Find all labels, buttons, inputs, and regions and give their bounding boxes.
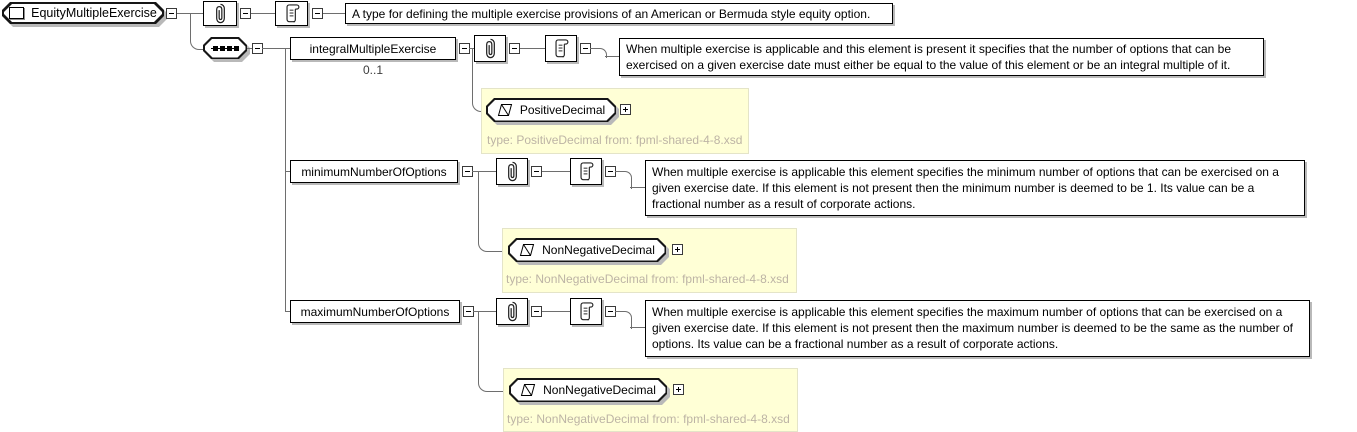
connector-line [542, 171, 570, 172]
annotation-box: When multiple exercise is applicable and… [619, 38, 1264, 76]
connector-line [630, 187, 645, 188]
connector-line [630, 327, 645, 328]
attributes-box[interactable] [203, 1, 237, 26]
element-label: minimumNumberOfOptions [301, 164, 447, 179]
type-source-label: type: NonNegativeDecimal from: fpml-shar… [507, 412, 790, 426]
expand-toggle[interactable] [620, 104, 631, 115]
scroll-icon [285, 4, 299, 23]
connector-elbow [590, 48, 607, 58]
simpletype-icon [519, 244, 535, 256]
paperclip-icon [507, 161, 517, 182]
paperclip-icon [507, 301, 517, 322]
sequence-compositor[interactable] [203, 37, 247, 59]
cardinality-label: 0..1 [362, 63, 383, 77]
root-element-node[interactable]: EquityMultipleExercise [2, 2, 164, 24]
type-name-label: NonNegativeDecimal [543, 383, 656, 397]
connector-line [285, 311, 290, 312]
simpletype-icon [497, 104, 512, 116]
collapse-toggle[interactable] [531, 166, 542, 177]
root-element-label: EquityMultipleExercise [31, 6, 157, 20]
type-name-label: PositiveDecimal [519, 103, 606, 117]
documentation-box[interactable] [545, 35, 577, 62]
expand-toggle[interactable] [672, 244, 683, 255]
element-label: integralMultipleExercise [309, 41, 437, 56]
annotation-box: When multiple exercise is applicable thi… [645, 160, 1305, 216]
scroll-icon [580, 162, 594, 181]
sequence-icon [211, 44, 239, 53]
connector-elbow [615, 171, 632, 189]
attributes-box[interactable] [496, 158, 528, 185]
element-documentation-text: When multiple exercise is applicable and… [626, 42, 1231, 72]
scroll-icon [580, 302, 594, 321]
connector-trunk [285, 48, 286, 312]
connector-line [262, 48, 290, 49]
type-node[interactable]: PositiveDecimal [486, 98, 616, 122]
collapse-toggle[interactable] [312, 8, 323, 19]
type-source-label: type: NonNegativeDecimal from: fpml-shar… [506, 272, 789, 286]
documentation-box[interactable] [570, 158, 602, 185]
type-node[interactable]: NonNegativeDecimal [509, 378, 667, 402]
simpletype-icon [520, 384, 536, 396]
element-label: maximumNumberOfOptions [300, 304, 450, 319]
attributes-box[interactable] [474, 35, 506, 62]
element-documentation-text: When multiple exercise is applicable thi… [652, 165, 1279, 211]
connector-elbow [472, 48, 487, 112]
connector-line [251, 13, 275, 14]
scroll-icon [555, 39, 569, 58]
connector-line [520, 48, 545, 49]
collapse-toggle[interactable] [166, 8, 177, 19]
collapse-toggle[interactable] [531, 306, 542, 317]
connector-elbow [615, 311, 632, 329]
root-documentation-text: A type for defining the multiple exercis… [352, 6, 871, 21]
collapse-toggle[interactable] [509, 43, 520, 54]
collapse-toggle[interactable] [240, 8, 251, 19]
connector-line [469, 48, 474, 49]
element-box[interactable]: integralMultipleExercise [290, 37, 456, 60]
expand-toggle[interactable] [673, 384, 684, 395]
element-box[interactable]: minimumNumberOfOptions [290, 160, 458, 183]
connector-line [247, 48, 252, 49]
connector-elbow [478, 311, 510, 392]
type-name-label: NonNegativeDecimal [542, 243, 655, 257]
element-box[interactable]: maximumNumberOfOptions [290, 300, 460, 323]
connector-line [285, 171, 290, 172]
connector-line [323, 13, 345, 14]
connector-elbow [478, 171, 509, 252]
node-fill [488, 100, 615, 121]
documentation-box[interactable] [275, 1, 308, 26]
type-node[interactable]: NonNegativeDecimal [508, 238, 666, 262]
paperclip-icon [485, 38, 495, 59]
paperclip-icon [215, 3, 225, 24]
element-documentation-text: When multiple exercise is applicable thi… [652, 305, 1294, 351]
documentation-box[interactable] [570, 298, 602, 325]
attributes-box[interactable] [496, 298, 528, 325]
node-fill [4, 4, 162, 22]
node-fill [510, 240, 665, 261]
element-icon [9, 7, 25, 19]
node-fill [511, 380, 666, 401]
connector-line [605, 56, 619, 57]
annotation-box: When multiple exercise is applicable thi… [645, 300, 1310, 357]
connector-line [542, 311, 570, 312]
annotation-box: A type for defining the multiple exercis… [345, 3, 893, 24]
type-source-label: type: PositiveDecimal from: fpml-shared-… [487, 133, 743, 147]
connector-elbow [190, 13, 204, 50]
